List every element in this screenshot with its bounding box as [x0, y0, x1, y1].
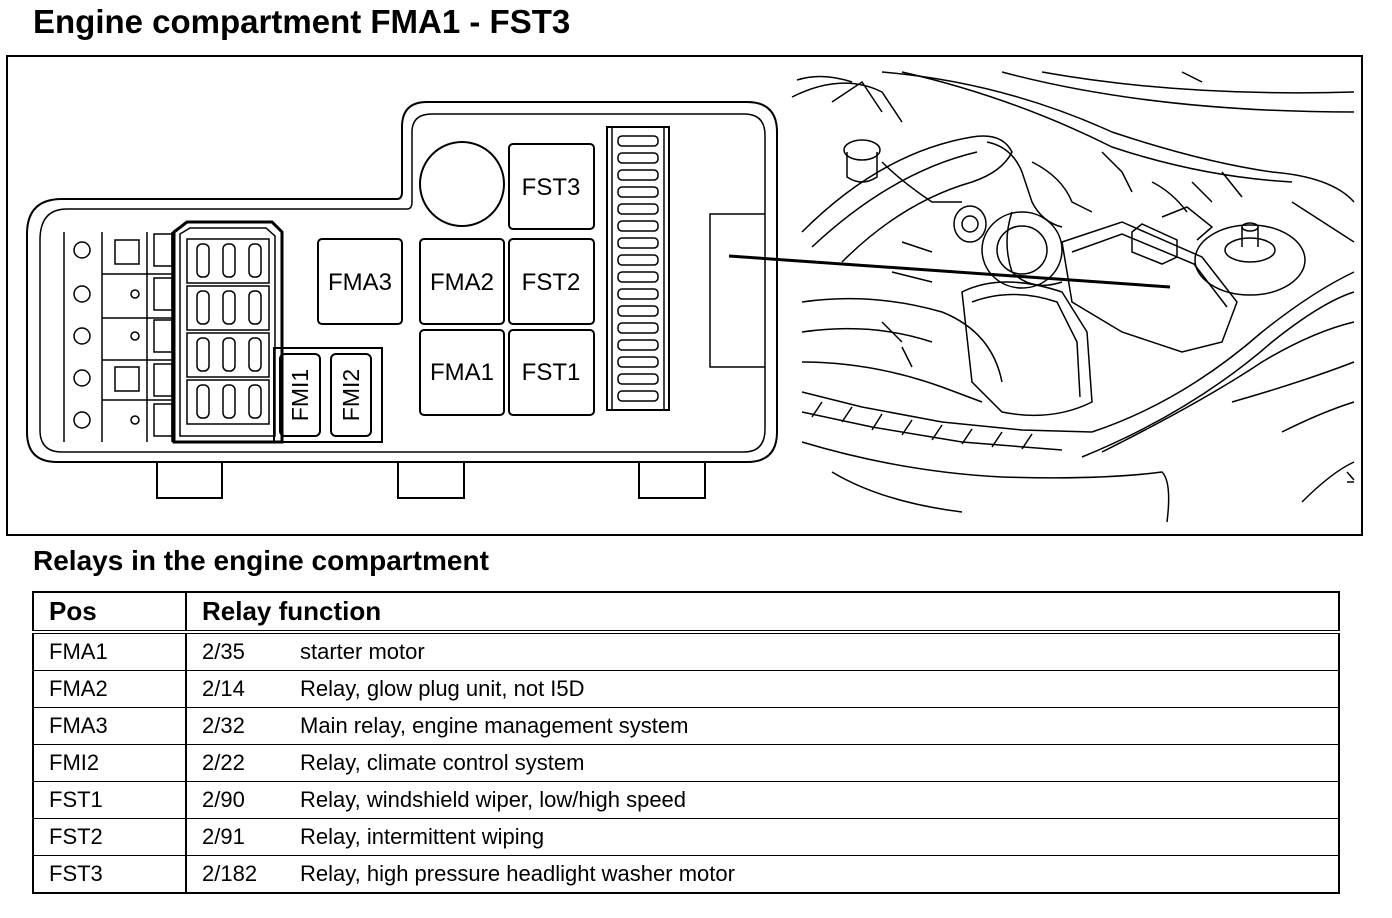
relay-fma2: [419, 238, 505, 325]
row-code: 2/32: [186, 707, 300, 745]
table-row: FMA1 2/35 starter motor: [33, 632, 1339, 671]
round-socket: [419, 141, 505, 227]
relay-label-fma2: FMA2: [430, 269, 494, 296]
table-row: FMI2 2/22 Relay, climate control system: [33, 744, 1339, 782]
table-title: Relays in the engine compartment: [33, 545, 489, 576]
table-row: FST1 2/90 Relay, windshield wiper, low/h…: [33, 781, 1339, 819]
fuse-strip: [606, 126, 670, 411]
relay-fst3: [508, 143, 595, 230]
relay-label-fst1: FST1: [522, 359, 581, 386]
connector-column: [63, 232, 173, 442]
relay-label-fma1: FMA1: [430, 359, 494, 386]
row-code: 2/22: [186, 744, 300, 782]
header-relay-function: Relay function: [186, 592, 1339, 634]
relay-label-fmi1: FMI1: [287, 369, 313, 421]
row-pos: FMI2: [33, 744, 187, 782]
relay-label-fma3: FMA3: [328, 269, 392, 296]
mount-tab: [638, 461, 706, 499]
relay-fst2: [508, 238, 595, 325]
row-function: Relay, glow plug unit, not I5D: [300, 670, 1339, 708]
relay-table: Pos Relay function FMA1 2/35 starter mot…: [32, 591, 1340, 894]
row-code: 2/182: [186, 855, 300, 893]
row-pos: FST3: [33, 855, 187, 893]
row-code: 2/14: [186, 670, 300, 708]
pointer-line: [728, 254, 1171, 289]
table-row: FST3 2/182 Relay, high pressure headligh…: [33, 855, 1339, 893]
row-function: Relay, climate control system: [300, 744, 1339, 782]
table-row: FMA2 2/14 Relay, glow plug unit, not I5D: [33, 670, 1339, 708]
relay-label-fst3: FST3: [522, 174, 581, 201]
row-pos: FST2: [33, 818, 187, 856]
row-code: 2/35: [202, 639, 245, 664]
fuse-box-inner-outline: [39, 113, 766, 453]
fuse-box-diagram: FMI1 FMI2 FST3 FMA3 FMA2 FST2 FMA1 FST1: [26, 71, 1355, 523]
row-pos: FST1: [33, 781, 187, 819]
header-pos: Pos: [33, 592, 187, 634]
mount-tab: [397, 461, 465, 499]
relay-fmi1: [279, 353, 321, 437]
row-function: Relay, high pressure headlight washer mo…: [300, 855, 1339, 893]
row-function: Relay, windshield wiper, low/high speed: [300, 781, 1339, 819]
relay-label-fst2: FST2: [522, 269, 581, 296]
relay-fma1: [419, 329, 505, 416]
row-pos: FMA1: [33, 632, 187, 671]
table-header-row: Pos Relay function: [33, 592, 1339, 634]
row-function: Main relay, engine management system: [300, 707, 1339, 745]
row-pos: FMA2: [33, 670, 187, 708]
engine-bay-illustration: [791, 71, 1355, 523]
row-function: starter motor: [300, 639, 425, 664]
relay-fst1: [508, 329, 595, 416]
table-row: FMA3 2/32 Main relay, engine management …: [33, 707, 1339, 745]
relay-label-fmi2: FMI2: [338, 369, 364, 421]
fuse-connector-block: [172, 220, 284, 444]
mount-tab: [156, 461, 223, 499]
relay-fmi2: [330, 353, 372, 437]
fmi-holder: [273, 347, 383, 443]
relay-fma3: [317, 238, 403, 325]
row-code: 2/91: [186, 818, 300, 856]
row-pos: FMA3: [33, 707, 187, 745]
table-row: FST2 2/91 Relay, intermittent wiping: [33, 818, 1339, 856]
diagram-frame: FMI1 FMI2 FST3 FMA3 FMA2 FST2 FMA1 FST1: [6, 55, 1363, 536]
row-function: Relay, intermittent wiping: [300, 818, 1339, 856]
page-title: Engine compartment FMA1 - FST3: [33, 3, 571, 40]
fuse-box-outline: [26, 101, 778, 463]
side-clip: [709, 213, 765, 368]
row-code: 2/90: [186, 781, 300, 819]
